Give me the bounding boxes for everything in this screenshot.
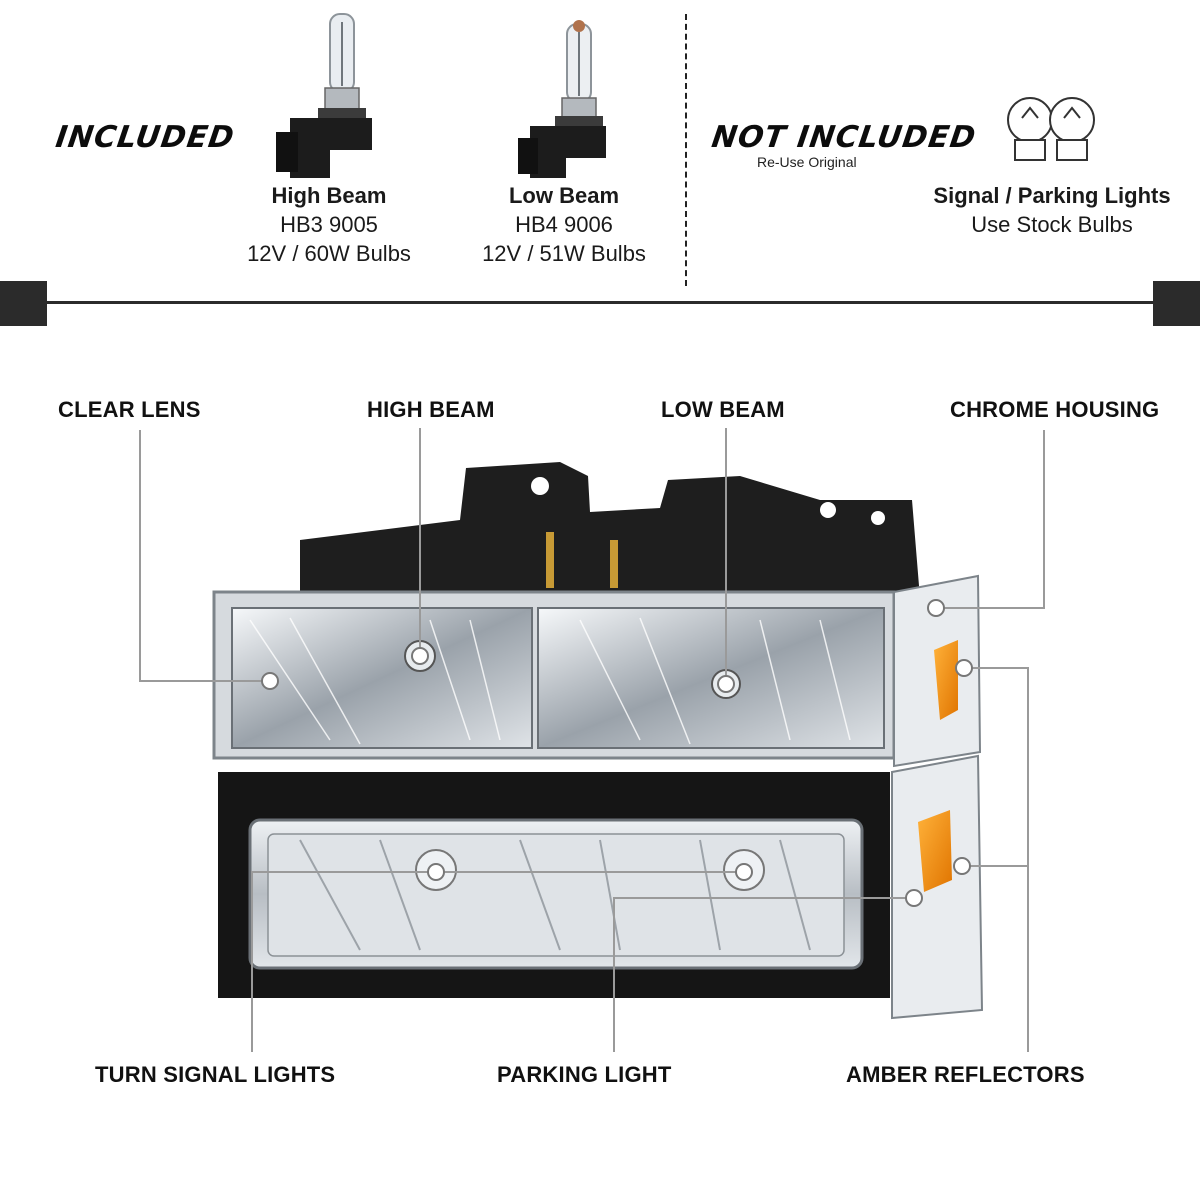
callout-clear-lens: CLEAR LENS <box>58 397 201 422</box>
stock-title: Signal / Parking Lights <box>933 183 1171 208</box>
separator-right-block <box>1153 281 1200 326</box>
high-beam-model: HB3 9005 <box>280 212 378 237</box>
low-beam-spec: Low Beam HB4 9006 12V / 51W Bulbs <box>464 181 664 268</box>
hb3-bulb-icon <box>276 13 372 178</box>
callout-parking-light: PARKING LIGHT <box>497 1062 672 1087</box>
high-beam-spec: High Beam HB3 9005 12V / 60W Bulbs <box>229 181 429 268</box>
signal-bulbs-icon <box>1007 97 1095 161</box>
included-badge: INCLUDED <box>53 120 237 155</box>
headlight-upper <box>212 590 896 760</box>
high-beam-spec-text: 12V / 60W Bulbs <box>247 241 411 266</box>
separator-left-block <box>0 281 47 326</box>
lower-amber-reflector <box>918 810 952 892</box>
stock-note: Use Stock Bulbs <box>971 212 1133 237</box>
stock-bulbs-spec: Signal / Parking Lights Use Stock Bulbs <box>912 181 1192 239</box>
parking-light-lower <box>218 772 890 998</box>
hb4-bulb-icon <box>518 20 606 178</box>
reuse-note: Re-Use Original <box>757 154 857 170</box>
callout-chrome-housing: CHROME HOUSING <box>950 397 1160 422</box>
low-beam-model: HB4 9006 <box>515 212 613 237</box>
callout-dots <box>261 599 973 907</box>
rear-housing <box>300 462 920 598</box>
corner-lights <box>891 574 984 1020</box>
callout-turn-signal: TURN SIGNAL LIGHTS <box>95 1062 336 1087</box>
low-beam-spec-text: 12V / 51W Bulbs <box>482 241 646 266</box>
callout-low-beam: LOW BEAM <box>661 397 785 422</box>
section-divider <box>685 14 687 286</box>
high-beam-title: High Beam <box>271 183 387 208</box>
not-included-badge: NOT INCLUDED <box>709 120 979 155</box>
callout-high-beam: HIGH BEAM <box>367 397 495 422</box>
low-beam-title: Low Beam <box>508 183 620 208</box>
upper-amber-reflector <box>934 640 958 720</box>
callout-amber-reflectors: AMBER REFLECTORS <box>846 1062 1085 1087</box>
callout-leaders <box>139 428 1045 1052</box>
separator-line <box>47 301 1153 304</box>
